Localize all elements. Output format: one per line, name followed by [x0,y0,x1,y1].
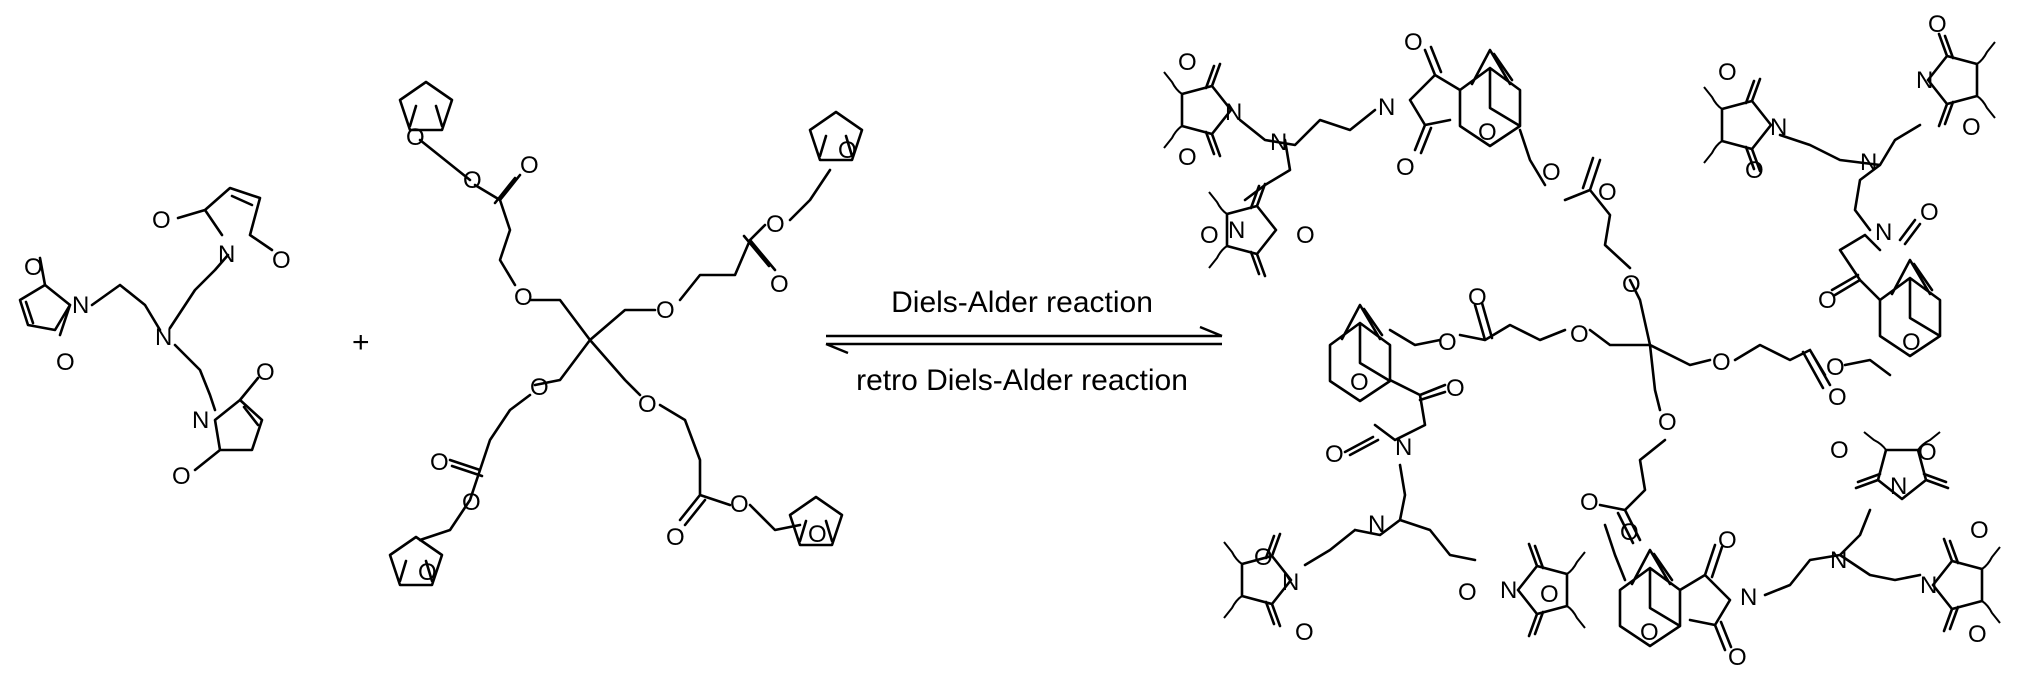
oxygen-atom: O [1598,179,1617,206]
oxygen-atom: O [1178,144,1197,171]
nitrogen-atom: N [1228,217,1245,244]
oxygen-atom: O [1396,154,1415,181]
oxygen-atom: O [1570,321,1589,348]
nitrogen-atom: N [1890,473,1907,500]
oxygen-atom: O [462,489,481,516]
oxygen-atom: O [1640,619,1659,646]
nitrogen-atom: N [1395,434,1412,461]
oxygen-atom: O [1658,409,1677,436]
oxygen-atom: O [1928,11,1947,38]
oxygen-atom: O [1580,489,1599,516]
oxygen-atom: O [1178,49,1197,76]
oxygen-atom: O [808,521,827,548]
oxygen-atom: O [1296,222,1315,249]
nitrogen-atom: N [1920,572,1937,599]
tris-maleimide-molecule: O O N N N O O N O O [18,186,291,490]
oxygen-atom: O [520,152,539,179]
reverse-reaction-label: retro Diels-Alder reaction [856,364,1188,397]
crosslinked-network-product: O O O O O N O O O O O O N O O O O O O O [1162,11,2002,671]
oxygen-atom: O [1404,29,1423,56]
oxygen-atom: O [530,374,549,401]
oxygen-atom: O [1826,354,1845,381]
oxygen-atom: O [1818,287,1837,314]
oxygen-atom: O [272,247,291,274]
oxygen-atom: O [1622,271,1641,298]
oxygen-atom: O [1620,519,1639,546]
nitrogen-atom: N [1368,511,1385,538]
oxygen-atom: O [430,449,449,476]
nitrogen-atom: N [218,241,235,268]
nitrogen-atom: N [1875,219,1892,246]
nitrogen-atom: N [1740,584,1757,611]
oxygen-atom: O [56,349,75,376]
oxygen-atom: O [770,271,789,298]
oxygen-atom: O [1325,441,1344,468]
plus-sign: + [352,326,370,359]
nitrogen-atom: N [1860,149,1877,176]
oxygen-atom: O [656,297,675,324]
nitrogen-atom: N [192,407,209,434]
nitrogen-atom: N [1378,94,1395,121]
nitrogen-atom: N [1270,129,1287,156]
tetrafuran-molecule: O O O O O O O O O O O O O O O O [388,80,864,587]
oxygen-atom: O [1718,527,1737,554]
oxygen-atom: O [1920,199,1939,226]
oxygen-atom: O [666,524,685,551]
oxygen-atom: O [1468,284,1487,311]
nitrogen-atom: N [1916,67,1933,94]
oxygen-atom: O [766,211,785,238]
oxygen-atom: O [1745,157,1764,184]
nitrogen-atom: N [1770,114,1787,141]
oxygen-atom: O [1718,59,1737,86]
oxygen-atom: O [1478,119,1497,146]
oxygen-atom: O [24,254,43,281]
nitrogen-atom: N [1282,569,1299,596]
oxygen-atom: O [1542,159,1561,186]
oxygen-atom: O [1918,439,1937,466]
oxygen-atom: O [1970,517,1989,544]
oxygen-atom: O [1728,644,1747,671]
nitrogen-atom: N [72,292,89,319]
oxygen-atom: O [1828,384,1847,411]
oxygen-atom: O [1968,621,1987,648]
nitrogen-atom: N [1830,547,1847,574]
nitrogen-atom: N [155,324,172,351]
oxygen-atom: O [418,559,437,586]
oxygen-atom: O [1295,619,1314,646]
oxygen-atom: O [1458,579,1477,606]
oxygen-atom: O [256,359,275,386]
oxygen-atom: O [638,391,657,418]
oxygen-atom: O [1902,329,1921,356]
equilibrium-arrow [825,325,1223,355]
oxygen-atom: O [1254,544,1273,571]
oxygen-atom: O [1962,114,1981,141]
oxygen-atom: O [1350,369,1369,396]
oxygen-atom: O [406,124,425,151]
nitrogen-atom: N [1500,577,1517,604]
oxygen-atom: O [514,284,533,311]
oxygen-atom: O [1712,349,1731,376]
oxygen-atom: O [1830,437,1849,464]
forward-reaction-label: Diels-Alder reaction [891,286,1153,319]
oxygen-atom: O [172,463,191,490]
nitrogen-atom: N [1225,99,1242,126]
oxygen-atom: O [1200,222,1219,249]
oxygen-atom: O [838,137,857,164]
oxygen-atom: O [1438,329,1457,356]
oxygen-atom: O [1540,581,1559,608]
oxygen-atom: O [1446,375,1465,402]
oxygen-atom: O [463,167,482,194]
oxygen-atom: O [152,207,171,234]
oxygen-atom: O [730,491,749,518]
